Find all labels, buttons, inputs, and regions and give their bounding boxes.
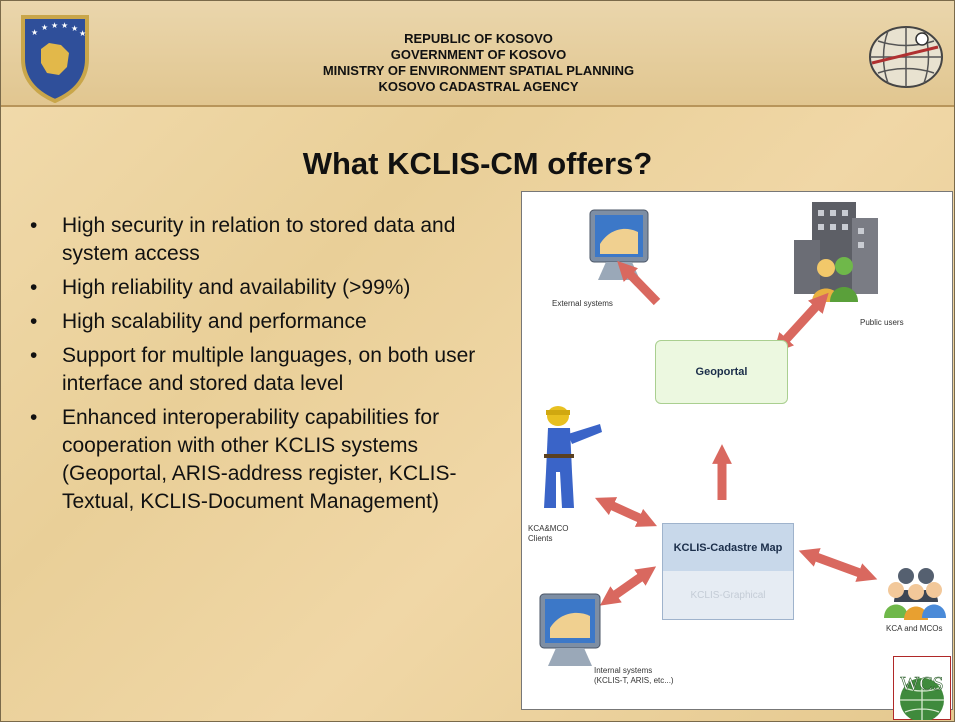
arrow-cadastre-clients: [594, 497, 658, 527]
svg-text:★: ★: [51, 21, 58, 30]
label-clients-line2: Clients: [528, 534, 553, 543]
bullet-item-scalability: • High scalability and performance: [30, 308, 520, 336]
header-text: REPUBLIC OF KOSOVO GOVERNMENT OF KOSOVO …: [251, 31, 706, 95]
label-internal-line1: Internal systems: [594, 666, 653, 675]
bullet-text: High scalability and performance: [62, 310, 367, 333]
svg-text:★: ★: [71, 24, 78, 33]
svg-text:★: ★: [41, 23, 48, 32]
architecture-diagram: External systems Public users Geoportal …: [521, 191, 953, 710]
slide-title: What KCLIS-CM offers?: [302, 146, 653, 181]
header-band: ★★★ ★★★ REPUBLIC OF KOSOVO GOVERNMENT OF…: [1, 1, 954, 107]
bullet-text: High reliability and availability (>99%): [62, 276, 411, 299]
wcs-logo-icon: WCS: [893, 656, 951, 720]
bullet-item-reliability: • High reliability and availability (>99%…: [30, 274, 520, 302]
label-public-users: Public users: [860, 318, 904, 327]
header-line-government: GOVERNMENT OF KOSOVO: [390, 47, 567, 62]
geoportal-box: Geoportal: [655, 340, 788, 404]
kosovo-crest-icon: ★★★ ★★★: [21, 15, 89, 103]
bullet-list: • High security in relation to stored dat…: [30, 212, 520, 522]
bullet-marker: •: [30, 214, 38, 237]
clients-worker-icon: [544, 406, 602, 508]
external-systems-computer-icon: [589, 209, 649, 280]
label-clients: KCA&MCO Clients: [528, 524, 568, 544]
cadastral-globe-logo-icon: [869, 26, 943, 88]
kca-mcos-users-icon: [884, 568, 946, 620]
public-users-icon: [794, 202, 878, 302]
cadastre-map-box: KCLIS-Cadastre Map: [662, 523, 794, 573]
label-external-systems: External systems: [552, 299, 613, 308]
arrow-geoportal-public-users: [773, 292, 829, 354]
bullet-item-security: • High security in relation to stored dat…: [30, 212, 520, 268]
svg-text:★: ★: [61, 21, 68, 30]
bullet-marker: •: [30, 406, 38, 429]
header-line-agency: KOSOVO CADASTRAL AGENCY: [378, 79, 579, 94]
header-line-republic: REPUBLIC OF KOSOVO: [404, 31, 553, 46]
bullet-text: Support for multiple languages, on both …: [62, 344, 476, 395]
label-clients-line1: KCA&MCO: [528, 524, 569, 533]
bullet-text: Enhanced interoperability capabilities f…: [62, 406, 457, 513]
svg-text:★: ★: [31, 28, 38, 37]
bullet-item-interoperability: • Enhanced interoperability capabilities …: [30, 404, 520, 516]
arrow-cadastre-internal-systems: [599, 566, 657, 606]
wcs-logo-text: WCS: [900, 673, 943, 695]
diagram-arrows: [594, 260, 878, 606]
internal-systems-computer-icon: [539, 593, 601, 666]
graphical-box: KCLIS-Graphical: [662, 571, 794, 620]
arrow-cadastre-kca-mcos: [798, 548, 878, 582]
bullet-marker: •: [30, 310, 38, 333]
diagram-graphics: [539, 202, 946, 666]
label-internal-systems: Internal systems (KCLIS-T, ARIS, etc...): [594, 666, 674, 686]
label-kca-mcos: KCA and MCOs: [886, 624, 943, 633]
header-line-ministry: MINISTRY OF ENVIRONMENT SPATIAL PLANNING: [322, 63, 635, 78]
arrow-to-external-systems: [617, 260, 661, 306]
svg-text:★: ★: [79, 29, 86, 38]
label-internal-line2: (KCLIS-T, ARIS, etc...): [594, 676, 674, 685]
bullet-marker: •: [30, 276, 38, 299]
bullet-item-languages: • Support for multiple languages, on both…: [30, 342, 520, 398]
bullet-text: High security in relation to stored data…: [62, 214, 456, 265]
bullet-marker: •: [30, 344, 38, 367]
